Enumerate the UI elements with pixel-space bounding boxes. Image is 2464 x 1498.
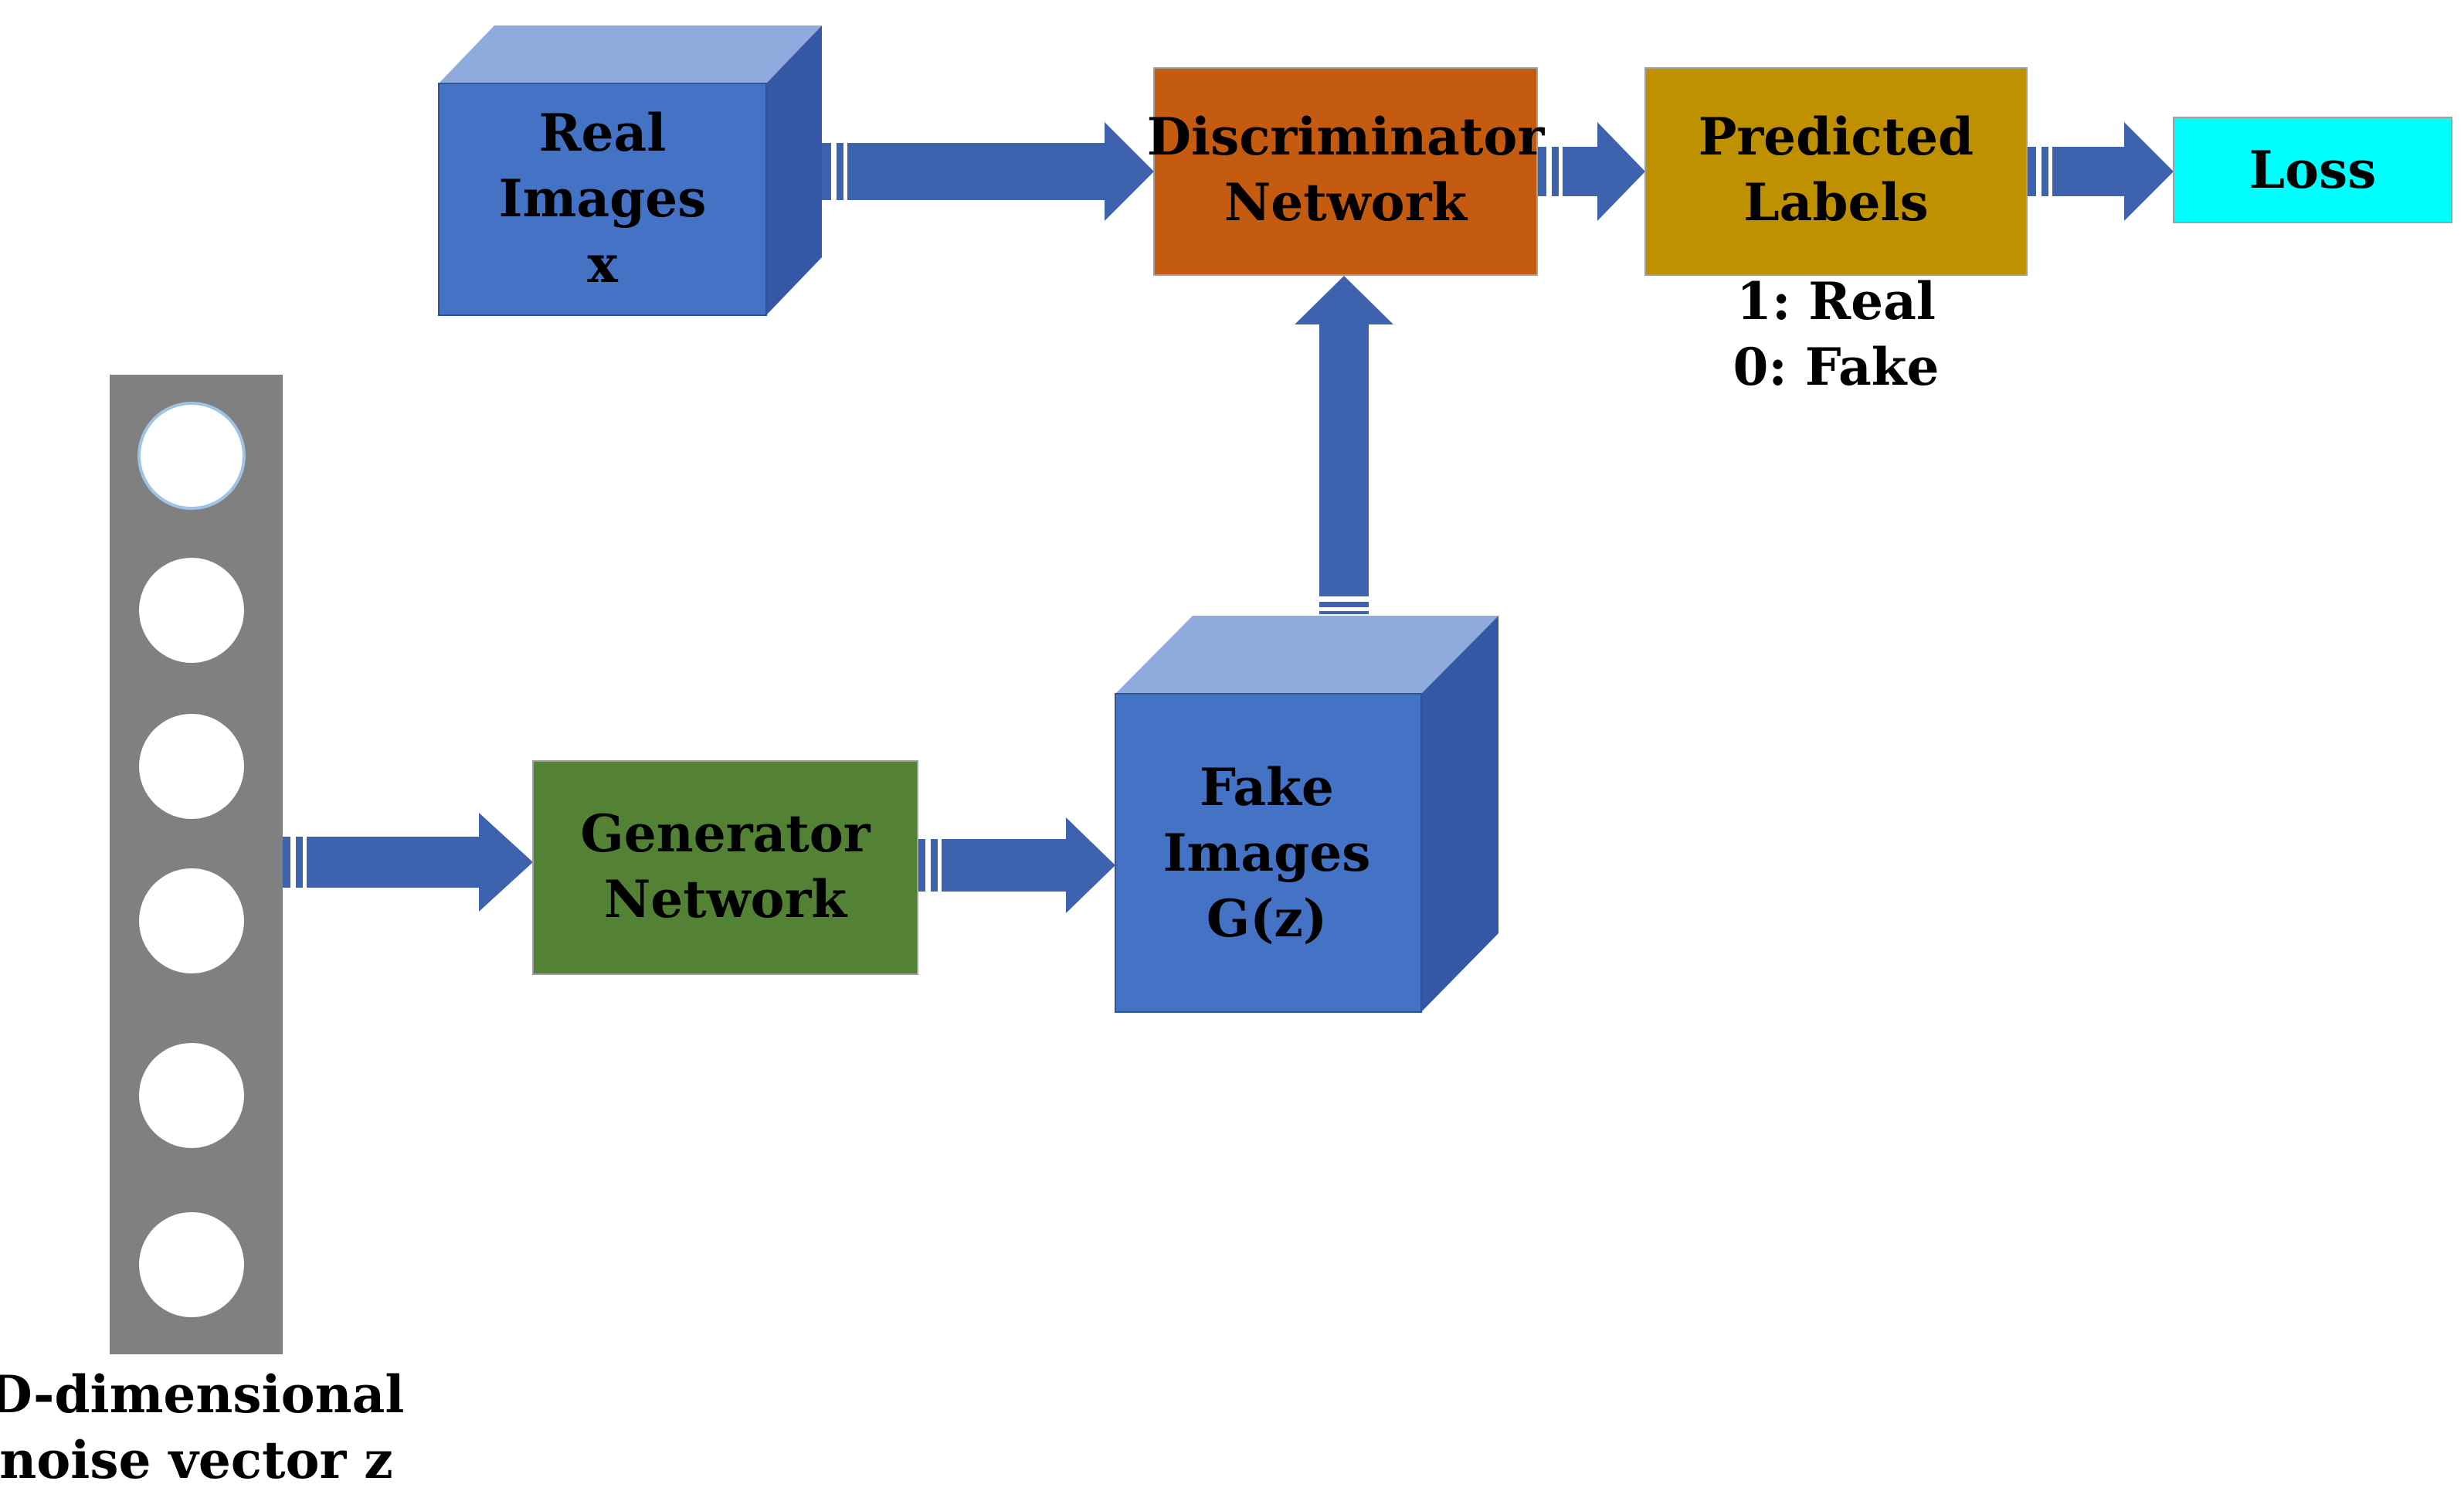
generator-node: Generator Network	[532, 760, 918, 975]
predicted-labels-line-1: Predicted	[1699, 107, 1974, 167]
label-legend: 1: Real 0: Fake	[1733, 271, 1940, 397]
edge-fake-to-discriminator	[1295, 276, 1393, 614]
noise-vector-circle-6	[139, 1212, 244, 1317]
real-images-label-line-2: Images	[499, 168, 707, 229]
fake-images-label-line-3: G(z)	[1207, 888, 1327, 949]
fake-images-node: Fake Images G(z)	[1115, 616, 1498, 1013]
noise-vector-circle-2	[139, 558, 244, 663]
noise-vector-circles	[137, 402, 246, 1317]
real-images-cube-side	[766, 25, 822, 315]
generator-label-line-2: Network	[604, 869, 847, 929]
noise-vector-label-line-2: noise vector z	[0, 1430, 393, 1490]
fake-images-cube-side	[1421, 616, 1498, 1012]
discriminator-label-line-2: Network	[1224, 172, 1468, 233]
arrow-generator-to-fake	[918, 817, 1115, 913]
arrow-fake-to-discriminator	[1295, 276, 1393, 614]
generator-box	[532, 760, 918, 975]
noise-vector-circle-3	[139, 714, 244, 819]
label-legend-real: 1: Real	[1736, 271, 1936, 331]
fake-images-label-line-2: Images	[1163, 823, 1371, 883]
edge-generator-to-fake	[918, 817, 1115, 913]
real-images-node: Real Images x	[438, 25, 822, 316]
arrow-real-to-discriminator	[820, 122, 1154, 221]
noise-vector-label-line-1: D-dimensional	[0, 1364, 404, 1425]
edge-discriminator-to-labels	[1537, 122, 1645, 221]
predicted-labels-box	[1644, 67, 2028, 276]
fake-images-cube-front	[1115, 693, 1422, 1013]
real-images-cube-front	[438, 83, 767, 316]
predicted-labels-node: Predicted Labels	[1644, 67, 2028, 276]
loss-box	[2173, 117, 2452, 223]
discriminator-box	[1153, 67, 1538, 276]
edge-noise-to-generator	[283, 813, 533, 912]
generator-label-line-1: Generator	[580, 803, 871, 864]
predicted-labels-line-2: Labels	[1743, 172, 1929, 233]
noise-vector-circle-5	[139, 1043, 244, 1148]
label-legend-fake: 0: Fake	[1733, 337, 1940, 397]
loss-node: Loss	[2173, 117, 2452, 223]
noise-vector-bar	[110, 375, 283, 1354]
discriminator-node: Discriminator Network	[1147, 67, 1546, 276]
noise-vector-circle-4	[139, 868, 244, 973]
arrow-discriminator-to-labels	[1537, 122, 1645, 221]
noise-vector-node: D-dimensional noise vector z	[0, 375, 404, 1490]
edge-labels-to-loss	[2027, 122, 2174, 221]
loss-label: Loss	[2249, 140, 2377, 200]
fake-images-label-line-1: Fake	[1200, 757, 1334, 817]
arrow-labels-to-loss	[2027, 122, 2174, 221]
fake-images-cube-top	[1115, 616, 1498, 694]
noise-vector-circle-1	[137, 402, 246, 510]
real-images-label-line-1: Real	[539, 103, 667, 163]
discriminator-label-line-1: Discriminator	[1147, 107, 1546, 167]
arrow-noise-to-generator	[283, 813, 533, 912]
real-images-cube-top	[439, 25, 822, 83]
edge-real-to-discriminator	[820, 122, 1154, 221]
real-images-label-line-3: x	[587, 234, 618, 294]
